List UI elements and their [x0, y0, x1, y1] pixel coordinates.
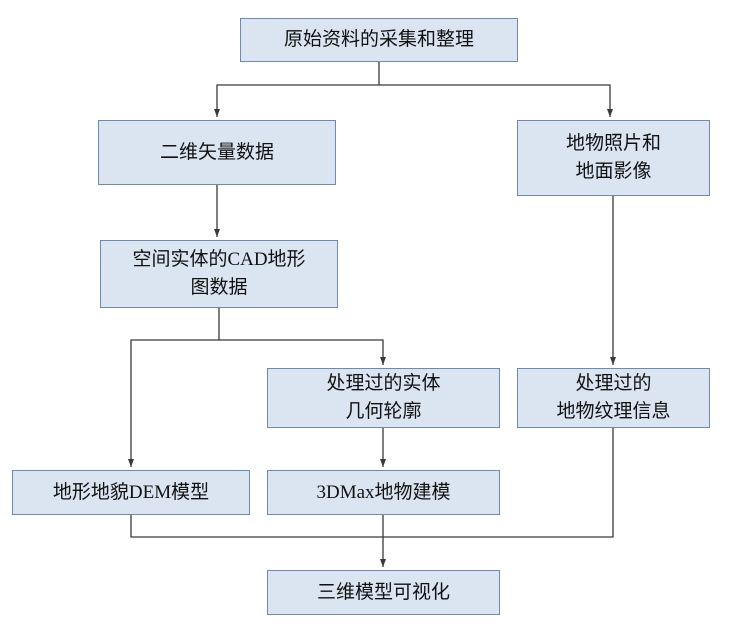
- node-label: 地形地貌DEM模型: [52, 481, 210, 503]
- node-3d-visualization: 三维模型可视化: [267, 570, 500, 615]
- node-label: 三维模型可视化: [316, 581, 450, 603]
- edge-source-to-vector2d: [214, 62, 380, 117]
- node-label: 处理过的实体 几何轮廓: [326, 373, 441, 422]
- node-label: 3DMax地物建模: [316, 481, 451, 503]
- edge-source-to-photos: [379, 84, 613, 117]
- node-label: 地物照片和 地面影像: [565, 133, 661, 182]
- edge-dem-merge: [130, 515, 383, 538]
- node-2d-vector-data: 二维矢量数据: [98, 120, 336, 185]
- node-processed-geometry: 处理过的实体 几何轮廓: [267, 368, 500, 428]
- node-label: 二维矢量数据: [159, 141, 274, 163]
- node-dem-model: 地形地貌DEM模型: [12, 470, 250, 515]
- node-cad-terrain-data: 空间实体的CAD地形 图数据: [100, 240, 338, 308]
- node-3dmax-modeling: 3DMax地物建模: [267, 470, 500, 515]
- node-label: 空间实体的CAD地形 图数据: [132, 249, 306, 298]
- edge-cad-to-geometry: [219, 339, 386, 365]
- node-label: 处理过的 地物纹理信息: [556, 373, 671, 422]
- edge-cad-to-dem: [128, 308, 220, 467]
- node-raw-data-collection: 原始资料的采集和整理: [240, 18, 518, 62]
- node-label: 原始资料的采集和整理: [283, 29, 474, 51]
- node-feature-photos: 地物照片和 地面影像: [517, 120, 710, 196]
- node-processed-texture: 处理过的 地物纹理信息: [517, 368, 710, 428]
